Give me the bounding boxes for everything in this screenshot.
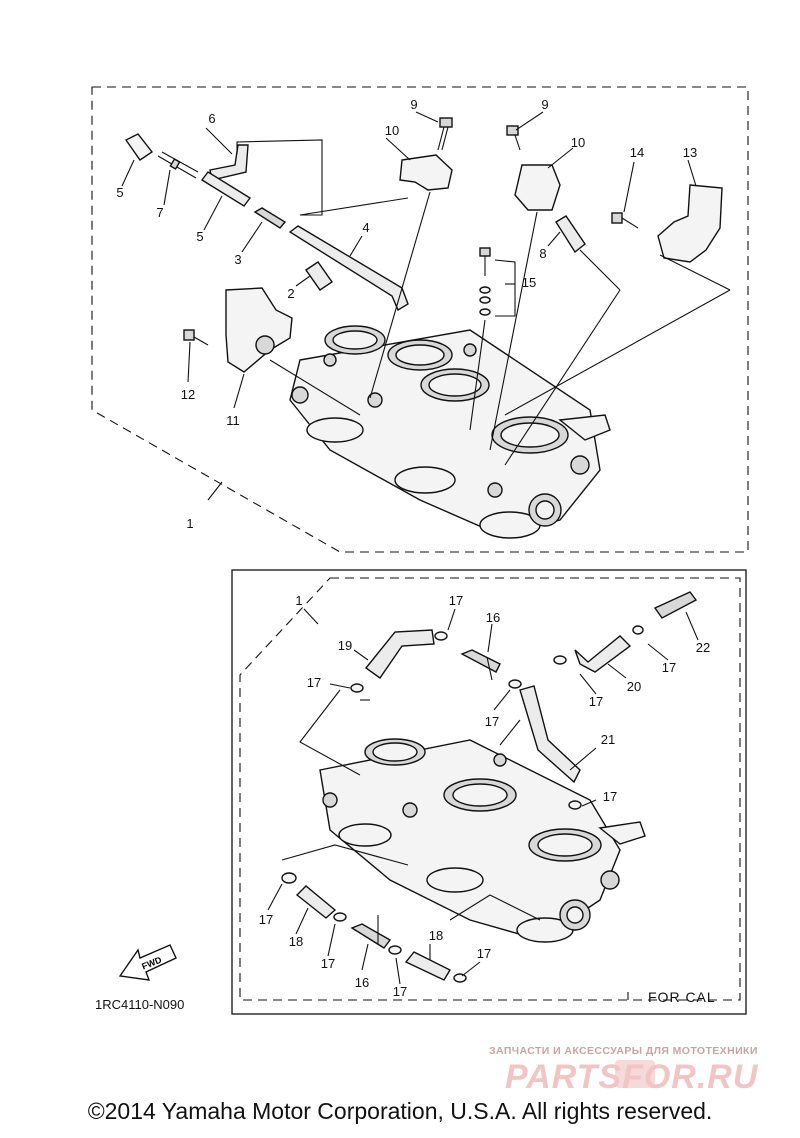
fwd-arrow-icon: FWD xyxy=(118,944,177,981)
callout-6: 6 xyxy=(208,111,215,126)
callout-9a: 9 xyxy=(410,97,417,112)
callout-16a: 16 xyxy=(486,610,500,625)
callout-17e: 17 xyxy=(662,660,676,675)
hose-18-right-part xyxy=(404,951,451,981)
watermark-logo[interactable]: PARTSFOR.RU xyxy=(505,1058,759,1096)
hose-2-part xyxy=(305,261,333,291)
callout-21: 21 xyxy=(601,732,615,747)
for-cal-label: FOR CAL xyxy=(648,989,716,1005)
diagram-code: 1RC4110-N090 xyxy=(95,997,185,1012)
pressure-sensor-left-part xyxy=(399,154,453,191)
watermark-subtitle: ЗАПЧАСТИ И АКСЕССУАРЫ ДЛЯ МОТОТЕХНИКИ xyxy=(489,1045,758,1057)
callout-8: 8 xyxy=(539,246,546,261)
callout-1b: 1 xyxy=(295,593,302,608)
joint-22-part xyxy=(653,591,698,619)
callout-19: 19 xyxy=(338,638,352,653)
callout-17i: 17 xyxy=(393,984,407,999)
hose-8-part xyxy=(555,215,586,254)
pressure-sensor-right-part xyxy=(514,164,561,211)
hose-18-left-part xyxy=(295,885,337,919)
callout-22: 22 xyxy=(696,640,710,655)
callout-20: 20 xyxy=(627,679,641,694)
assembly-boundary-lower xyxy=(239,577,741,1001)
callout-18b: 18 xyxy=(429,928,443,943)
callout-7: 7 xyxy=(156,205,163,220)
callout-17c: 17 xyxy=(485,714,499,729)
callout-5a: 5 xyxy=(116,185,123,200)
callout-9b: 9 xyxy=(541,97,548,112)
callout-11: 11 xyxy=(226,413,240,428)
callout-14: 14 xyxy=(630,145,644,160)
callout-18a: 18 xyxy=(289,934,303,949)
callout-17h: 17 xyxy=(321,956,335,971)
callout-10a: 10 xyxy=(385,123,399,138)
joint-16-upper-part xyxy=(460,649,501,673)
leader-lines-lower xyxy=(267,608,699,985)
callout-5b: 5 xyxy=(196,229,203,244)
callout-17j: 17 xyxy=(477,946,491,961)
connector-3-part xyxy=(253,207,287,229)
joint-16-lower-part xyxy=(350,923,392,949)
screw-14-part xyxy=(611,212,639,229)
callout-17a: 17 xyxy=(449,593,463,608)
screw-set-15-part xyxy=(479,247,491,316)
screw-12-part xyxy=(183,329,209,346)
throttle-sensor-13-part xyxy=(657,184,723,263)
joint-pipe-part xyxy=(157,151,199,179)
callout-16b: 16 xyxy=(355,975,369,990)
callout-3: 3 xyxy=(234,252,241,267)
callout-13: 13 xyxy=(683,145,697,160)
hose-5-part xyxy=(200,171,252,207)
leader-lines-upper xyxy=(121,111,731,501)
hose-19-part xyxy=(364,629,435,679)
vacuum-cap-part xyxy=(124,133,154,161)
hose-20-part xyxy=(574,635,632,673)
throttle-body-upper xyxy=(289,325,611,539)
callout-17g: 17 xyxy=(259,912,273,927)
california-variant-frame xyxy=(231,569,747,1015)
throttle-sensor-11-part xyxy=(225,287,293,373)
bolt-9-right-part xyxy=(506,125,521,151)
callout-17d: 17 xyxy=(589,694,603,709)
callout-4: 4 xyxy=(362,220,369,235)
hose-4-part xyxy=(288,225,409,312)
callout-12: 12 xyxy=(181,387,195,402)
hose-21-part xyxy=(519,685,581,784)
callout-10b: 10 xyxy=(571,135,585,150)
callout-15: 15 xyxy=(522,275,536,290)
bolt-9-left-part xyxy=(437,117,453,151)
callout-17b: 17 xyxy=(307,675,321,690)
callout-17f: 17 xyxy=(603,789,617,804)
partsfor-logo-icon xyxy=(615,1060,655,1088)
throttle-body-lower xyxy=(319,738,646,943)
callout-1a: 1 xyxy=(186,516,193,531)
copyright-notice: ©2014 Yamaha Motor Corporation, U.S.A. A… xyxy=(87,1098,713,1124)
assembly-boundary-upper xyxy=(91,86,749,553)
callout-2: 2 xyxy=(287,286,294,301)
